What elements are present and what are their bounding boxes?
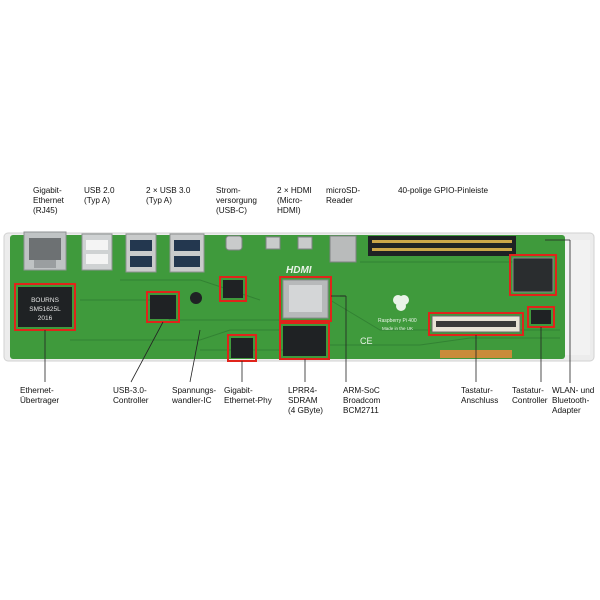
board-right-edge <box>565 240 590 355</box>
microsd-slot <box>329 235 357 263</box>
label-microsd: microSD- Reader <box>326 186 361 205</box>
lpddr4-chip <box>283 326 326 356</box>
label-voltage-regulator: Spannungs- wandler-IC <box>172 386 217 405</box>
ethernet-phy-chip <box>231 338 253 358</box>
label-ethernet-transformer: Ethernet- Übertrager <box>20 386 60 405</box>
highlight-voltage-regulator <box>219 276 247 302</box>
bourns-text-3: 2016 <box>38 315 53 322</box>
usb-c-port <box>225 235 243 251</box>
label-micro-hdmi: 2 × HDMI (Micro- HDMI) <box>277 186 312 215</box>
label-wlan-bluetooth: WLAN- und Bluetooth- Adapter <box>552 386 595 415</box>
raspberry-logo <box>393 295 409 311</box>
bourns-transformer-chip <box>18 287 72 327</box>
inductor <box>190 292 202 304</box>
label-usb3-controller: USB-3.0- Controller <box>113 386 149 405</box>
usb3-controller-chip <box>150 295 176 319</box>
bourns-text-1: BOURNS <box>31 297 59 304</box>
leader-usb3-controller <box>130 321 164 383</box>
rj45-port <box>23 231 67 271</box>
label-keyboard-connector: Tastatur- Anschluss <box>461 386 499 405</box>
label-usb3: 2 × USB 3.0 (Typ A) <box>146 186 191 205</box>
highlight-soc <box>279 276 332 322</box>
label-gpio: 40-polige GPIO-Pinleiste <box>398 186 489 195</box>
label-usb2: USB 2.0 (Typ A) <box>84 186 115 205</box>
ce-mark: CE <box>360 336 373 346</box>
soc-die-lid <box>289 285 322 312</box>
usb3-ports <box>125 233 205 273</box>
label-keyboard-controller: Tastatur- Controller <box>512 386 548 405</box>
usb2-ports <box>81 233 113 271</box>
leader-voltage-regulator <box>189 329 201 383</box>
wlan-module <box>512 257 554 293</box>
made-in-text: Made in the UK <box>382 326 413 331</box>
label-ethernet-phy: Gigabit- Ethernet-Phy <box>224 386 272 405</box>
highlight-lpddr4 <box>279 322 330 360</box>
keyboard-controller-chip <box>531 310 551 324</box>
micro-hdmi-port-1 <box>265 236 281 250</box>
hdmi-logo-text: HDMI <box>286 265 312 276</box>
label-soc: ARM-SoC Broadcom BCM2711 <box>343 386 381 415</box>
label-gigabit-ethernet: Gigabit- Ethernet (RJ45) <box>33 186 64 215</box>
gpio-header <box>368 236 516 256</box>
voltage-regulator-chip <box>223 280 243 298</box>
leader-lines <box>44 239 571 383</box>
label-power-usb-c: Strom- versorgung (USB-C) <box>216 186 257 215</box>
raspberry-board-text: Raspberry Pi 400 <box>378 318 417 324</box>
highlight-wlan <box>509 254 557 296</box>
label-lpddr4: LPRR4- SDRAM (4 GByte) <box>288 386 324 415</box>
micro-hdmi-port-2 <box>297 236 313 250</box>
bourns-text-2: SM51625L <box>29 306 61 313</box>
gpio-pins <box>372 240 512 251</box>
